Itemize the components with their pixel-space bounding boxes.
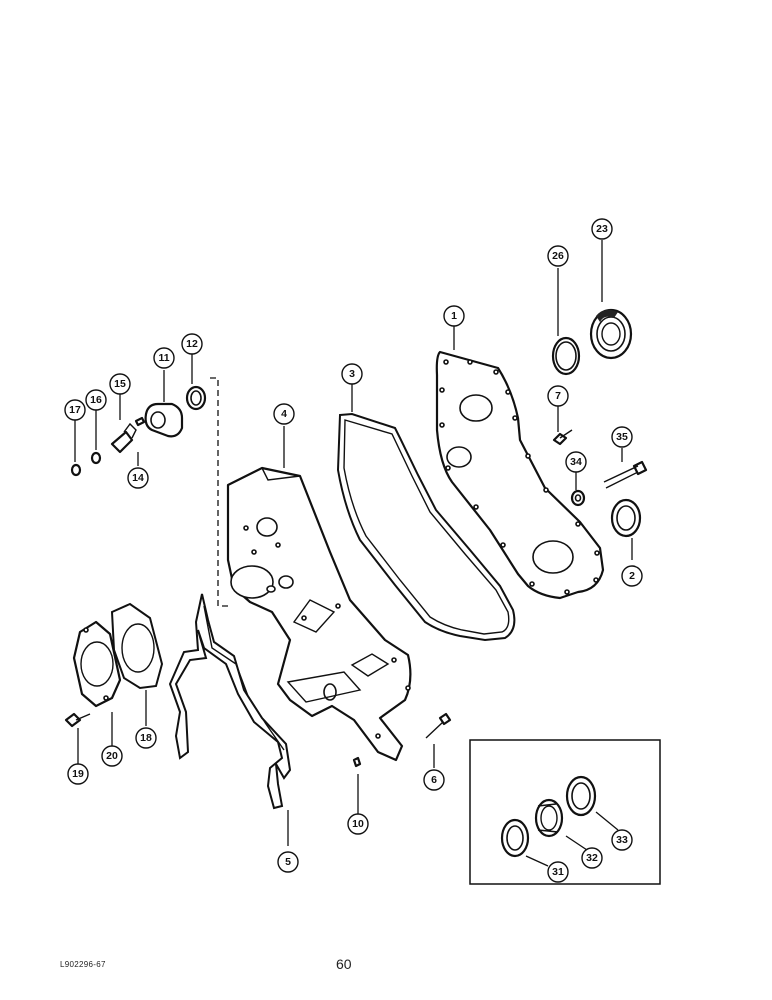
sleeve-part: [534, 798, 564, 838]
crankshaft-seal-part: [610, 498, 642, 538]
seal-ring-part: [185, 385, 207, 411]
lip-seal-part: [565, 775, 597, 817]
svg-text:34: 34: [570, 456, 582, 468]
svg-text:1: 1: [451, 310, 457, 322]
callout-31: 31: [547, 861, 569, 883]
svg-text:19: 19: [72, 768, 84, 780]
svg-text:6: 6: [431, 774, 437, 786]
cover-gasket-part: [336, 412, 516, 642]
callout-33: 33: [611, 829, 633, 851]
callout-18: 18: [135, 727, 157, 749]
callout-3: 3: [341, 363, 363, 385]
oil-seal-housing-part: [589, 308, 633, 360]
svg-text:18: 18: [140, 732, 152, 744]
alignment-dashed-line: [210, 377, 228, 607]
callout-16: 16: [85, 389, 107, 411]
callout-11: 11: [153, 347, 175, 369]
plate-gasket-part: [110, 602, 164, 690]
fitting-part: [110, 422, 137, 454]
callout-5: 5: [277, 851, 299, 873]
svg-text:14: 14: [132, 472, 144, 484]
small-washer-part: [90, 451, 102, 465]
svg-text:33: 33: [616, 834, 628, 846]
svg-text:16: 16: [90, 394, 102, 406]
svg-text:20: 20: [106, 750, 118, 762]
housing-gasket-part: [168, 593, 292, 810]
callout-26: 26: [547, 245, 569, 267]
callout-15: 15: [109, 373, 131, 395]
svg-text:35: 35: [616, 431, 628, 443]
callout-12: 12: [181, 333, 203, 355]
nut-part: [570, 489, 586, 507]
gear-housing-part: [226, 466, 412, 762]
dowel-pin-part: [352, 756, 362, 768]
seal-ring-large-part: [551, 336, 581, 376]
svg-text:2: 2: [629, 570, 635, 582]
svg-text:4: 4: [281, 408, 287, 420]
callout-4: 4: [273, 403, 295, 425]
svg-text:3: 3: [349, 368, 355, 380]
callout-35: 35: [611, 426, 633, 448]
access-plate-part: [72, 620, 122, 708]
cap-screw-part: [64, 712, 91, 728]
gear-cover-part: [435, 350, 605, 600]
svg-text:10: 10: [352, 818, 364, 830]
callout-1: 1: [443, 305, 465, 327]
callout-6: 6: [423, 769, 445, 791]
callout-14: 14: [127, 467, 149, 489]
svg-text:17: 17: [69, 404, 81, 416]
callout-19: 19: [67, 763, 89, 785]
svg-text:31: 31: [552, 866, 564, 878]
long-bolt-part: [603, 460, 648, 489]
screw-part: [134, 416, 146, 427]
callout-2: 2: [621, 565, 643, 587]
figure-reference-code: L902296-67: [60, 960, 106, 969]
dowel-bolt-part: [425, 712, 452, 739]
cover-plate-part: [144, 402, 184, 438]
callout-7: 7: [547, 385, 569, 407]
svg-text:26: 26: [552, 250, 564, 262]
callout-17: 17: [64, 399, 86, 421]
svg-text:15: 15: [114, 378, 126, 390]
callout-20: 20: [101, 745, 123, 767]
callout-32: 32: [581, 847, 603, 869]
svg-text:7: 7: [555, 390, 561, 402]
svg-text:5: 5: [285, 856, 291, 868]
svg-text:11: 11: [158, 352, 169, 364]
inset-detail-box: [469, 739, 661, 885]
page-number: 60: [336, 956, 352, 972]
svg-text:23: 23: [596, 223, 608, 235]
wear-ring-part: [500, 818, 530, 858]
o-ring-part: [70, 463, 82, 477]
callout-34: 34: [565, 451, 587, 473]
callout-23: 23: [591, 218, 613, 240]
svg-text:12: 12: [186, 338, 198, 350]
bolt-small-part: [552, 429, 573, 446]
svg-text:32: 32: [586, 852, 598, 864]
callout-10: 10: [347, 813, 369, 835]
